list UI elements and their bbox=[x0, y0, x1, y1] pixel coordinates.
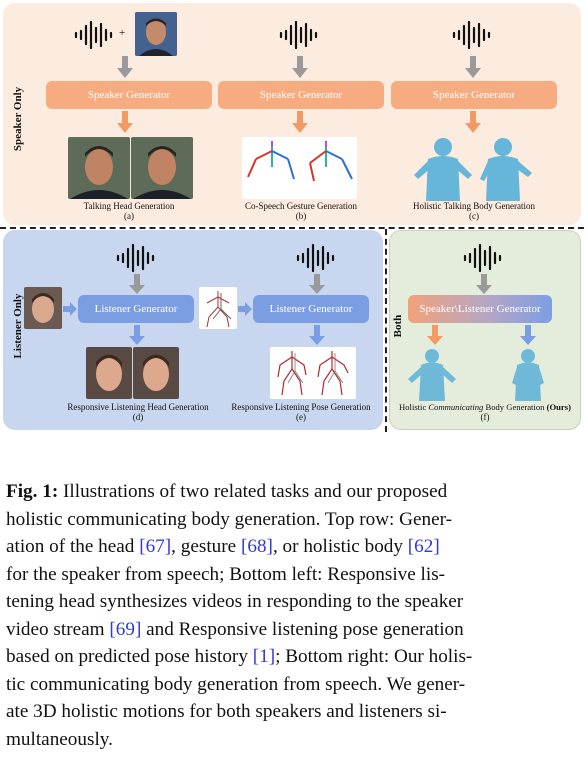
task-caption-f: Holistic Communicating Body Generation (… bbox=[389, 402, 581, 412]
communicating-body-listener-image bbox=[500, 347, 556, 401]
caption-line: video stream [69] and Responsive listeni… bbox=[6, 616, 584, 644]
listening-pose-image bbox=[270, 347, 356, 399]
caption-line: tening head synthesizes videos in respon… bbox=[6, 591, 464, 612]
down-arrow-icon bbox=[129, 274, 145, 294]
speaker-generator-box: Speaker Generator bbox=[218, 81, 384, 109]
right-arrow-icon bbox=[63, 302, 77, 316]
caption-text: ation of the head bbox=[6, 536, 140, 557]
caption-text: Illustrations of two related tasks and o… bbox=[58, 481, 448, 502]
citation-link[interactable]: [67] bbox=[139, 536, 172, 557]
speaker-generator-box: Speaker Generator bbox=[46, 81, 212, 109]
side-label-speaker-only: Speaker Only bbox=[12, 86, 24, 152]
caption-line: holistic communicating body generation. … bbox=[6, 508, 453, 530]
audio-waveform-icon bbox=[116, 243, 155, 273]
caption-text: , or holistic body bbox=[272, 536, 408, 557]
side-label-both: Both bbox=[392, 314, 404, 338]
caption-text: video stream bbox=[6, 618, 110, 640]
caption-f-ours: (Ours) bbox=[546, 402, 571, 412]
down-arrow-icon bbox=[520, 325, 536, 345]
speaker-face-image bbox=[135, 12, 177, 56]
task-label-c: (c) bbox=[469, 211, 479, 221]
listener-input-face-image bbox=[24, 287, 62, 329]
dashed-divider-vertical bbox=[385, 229, 387, 432]
citation-link[interactable]: [69] bbox=[109, 618, 142, 640]
side-label-listener-only: Listener Only bbox=[12, 293, 24, 359]
down-arrow-icon bbox=[309, 325, 325, 345]
task-caption-b: Co-Speech Gesture Generation bbox=[245, 201, 357, 211]
caption-text: based on predicted pose history bbox=[6, 646, 253, 667]
gesture-skeleton-image bbox=[242, 137, 357, 199]
figure-caption: Fig. 1: Illustrations of two related tas… bbox=[6, 478, 584, 753]
down-arrow-icon bbox=[476, 274, 492, 294]
right-arrow-icon bbox=[238, 302, 252, 316]
citation-link[interactable]: [68] bbox=[240, 536, 273, 557]
caption-line: based on predicted pose history [1]; Bot… bbox=[6, 643, 584, 671]
caption-line: for the speaker from speech; Bottom left… bbox=[6, 563, 446, 585]
speaker-listener-generator-box: Speaker\Listener Generator bbox=[408, 295, 552, 323]
down-arrow-icon bbox=[465, 56, 481, 78]
down-arrow-icon bbox=[117, 111, 133, 133]
audio-waveform-icon bbox=[296, 243, 335, 273]
caption-f-emphasis: Communicating bbox=[428, 402, 484, 412]
listener-generator-box: Listener Generator bbox=[253, 295, 369, 323]
caption-line: multaneously. bbox=[6, 728, 113, 750]
listening-head-frame-image bbox=[86, 347, 132, 399]
caption-line: ate 3D holistic motions for both speaker… bbox=[6, 701, 447, 722]
caption-text: , gesture bbox=[171, 536, 241, 557]
down-arrow-icon bbox=[292, 111, 308, 133]
holistic-body-mesh-image bbox=[410, 135, 536, 201]
talking-head-frame-image bbox=[68, 137, 130, 199]
listening-head-frame-image bbox=[133, 347, 179, 399]
task-label-e: (e) bbox=[296, 412, 306, 422]
task-caption-c: Holistic Talking Body Generation bbox=[413, 201, 535, 211]
plus-sign: + bbox=[119, 27, 126, 39]
down-arrow-icon bbox=[309, 274, 325, 294]
caption-text: ; Bottom right: Our holis- bbox=[275, 646, 473, 667]
pose-history-image bbox=[199, 287, 237, 329]
caption-line: ation of the head [67], gesture [68], or… bbox=[6, 533, 584, 561]
citation-link[interactable]: [62] bbox=[407, 536, 440, 557]
down-arrow-icon bbox=[117, 56, 133, 78]
down-arrow-icon bbox=[465, 111, 481, 133]
figure-label: Fig. 1: bbox=[6, 481, 59, 502]
listener-generator-box: Listener Generator bbox=[78, 295, 194, 323]
task-label-f: (f) bbox=[480, 412, 490, 422]
down-arrow-icon bbox=[427, 325, 443, 345]
talking-head-frame-image bbox=[131, 137, 193, 199]
communicating-body-speaker-image bbox=[400, 347, 464, 401]
task-caption-e: Responsive Listening Pose Generation bbox=[231, 402, 371, 412]
audio-waveform-icon bbox=[463, 243, 502, 273]
caption-text: and Responsive listening pose generation bbox=[141, 618, 464, 640]
task-caption-d: Responsive Listening Head Generation bbox=[67, 402, 209, 412]
caption-f-text: Holistic bbox=[399, 402, 429, 412]
dashed-divider-horizontal bbox=[0, 227, 584, 229]
down-arrow-icon bbox=[129, 325, 145, 345]
caption-line: Fig. 1: Illustrations of two related tas… bbox=[6, 478, 584, 506]
task-label-a: (a) bbox=[124, 211, 134, 221]
citation-link[interactable]: [1] bbox=[252, 646, 276, 667]
audio-waveform-icon bbox=[279, 20, 318, 50]
speaker-generator-box: Speaker Generator bbox=[391, 81, 557, 109]
down-arrow-icon bbox=[292, 56, 308, 78]
audio-waveform-icon bbox=[74, 20, 113, 50]
task-label-b: (b) bbox=[295, 211, 307, 221]
task-label-d: (d) bbox=[132, 412, 144, 422]
caption-line: tic communicating body generation from s… bbox=[6, 673, 466, 695]
audio-waveform-icon bbox=[452, 20, 491, 50]
caption-f-text-2: Body Generation bbox=[483, 402, 547, 412]
task-caption-a: Talking Head Generation bbox=[83, 201, 175, 211]
